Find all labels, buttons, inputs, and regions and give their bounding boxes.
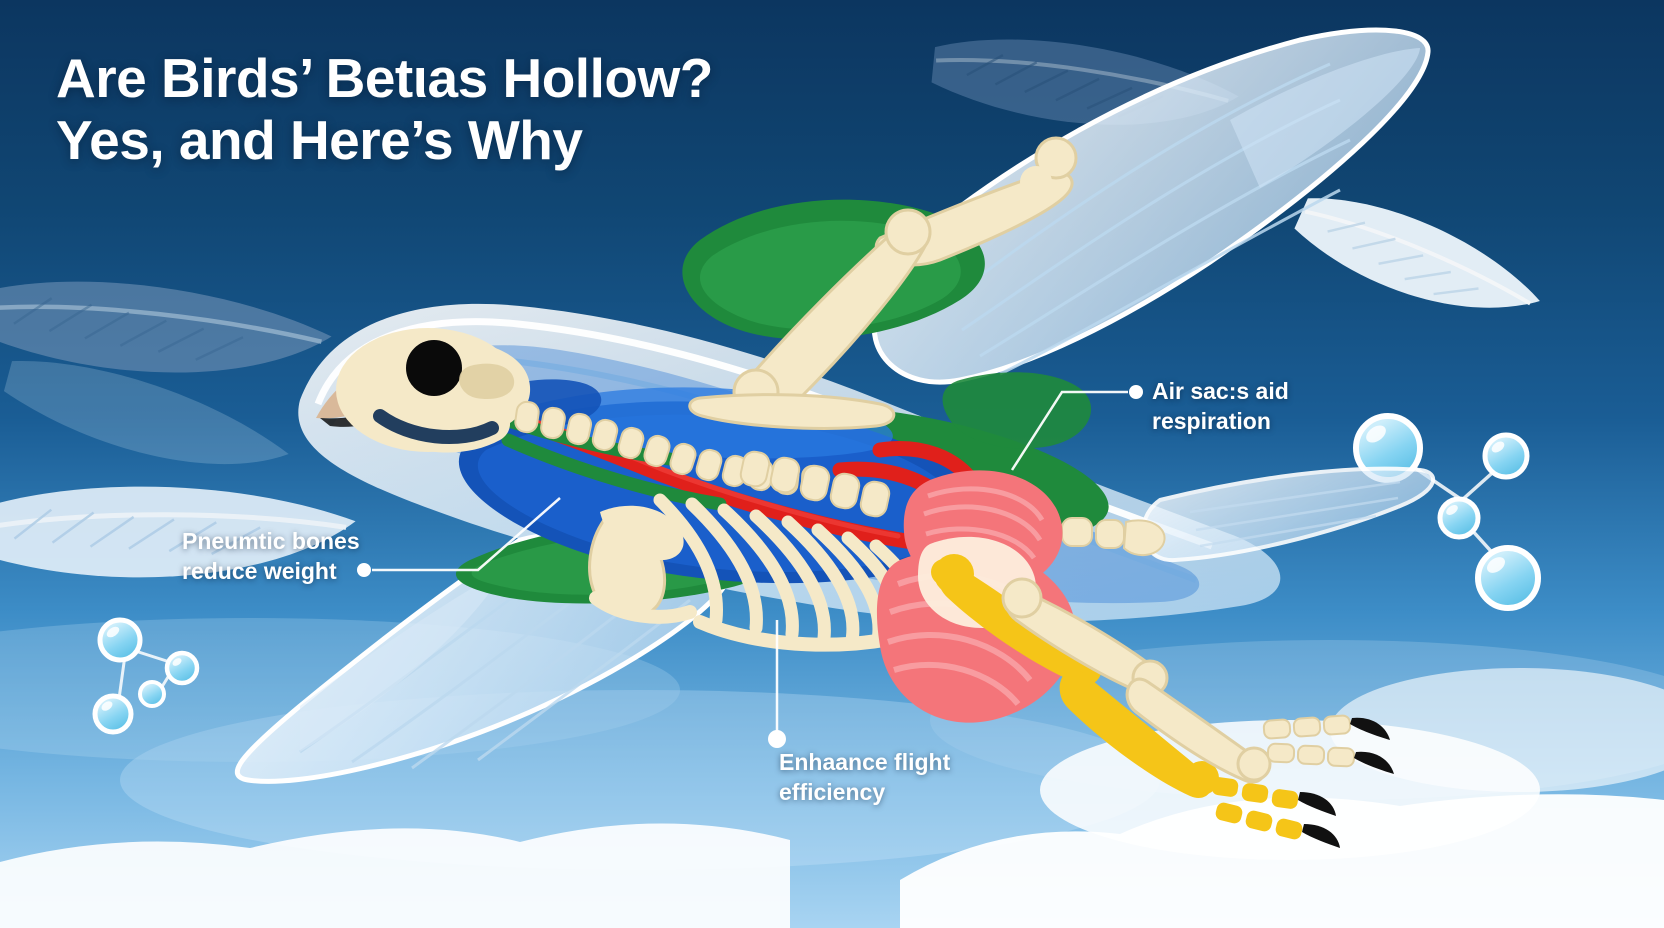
- dot-efficiency: [768, 730, 786, 748]
- molecule-bubble: [92, 693, 134, 735]
- thoracic-vertebrae: [739, 450, 891, 518]
- molecule-cluster-left: [92, 617, 200, 735]
- feather-right-white: [1294, 198, 1540, 308]
- callout-flight-efficiency-label: Enhaance flight efficiency: [779, 749, 951, 805]
- feather-left-faint: [3, 361, 289, 465]
- callout-air-sacs-label: Air sac:s aid respiration: [1152, 378, 1289, 434]
- molecule-bubble: [1482, 432, 1530, 480]
- molecule-bubble: [1437, 496, 1481, 540]
- molecule-bubble: [1475, 545, 1541, 611]
- page-title: Are Birds’ Betιas Hollow? Yes, and Here’…: [56, 47, 713, 171]
- molecule-bubble: [1353, 413, 1423, 483]
- eye: [406, 340, 462, 396]
- molecule-cluster-right: [1353, 413, 1541, 611]
- dot-air-sacs: [1129, 385, 1143, 399]
- feather-left-upper: [0, 281, 332, 373]
- callout-connectors: [372, 390, 1128, 731]
- molecule-bubble: [138, 680, 166, 708]
- sternum-keel: [588, 505, 697, 624]
- skull-head: [316, 328, 531, 453]
- molecule-bubble: [97, 617, 143, 663]
- tail-fan: [1141, 466, 1436, 563]
- beak-mouth-line: [320, 404, 400, 427]
- cloud-bottom-group: [0, 668, 1664, 928]
- wing-bones-upper: [688, 136, 1078, 430]
- wing-upper-right: [871, 27, 1431, 385]
- leg-bones-cream: [1001, 577, 1394, 784]
- feather-left-lower: [0, 486, 356, 578]
- connector-pneumatic: [372, 497, 561, 572]
- dot-pneumatic: [357, 563, 371, 577]
- connector-air-sacs: [1010, 390, 1128, 471]
- molecule-bubble: [164, 650, 200, 686]
- callout-pneumatic-bones-label: Pneumtic bones reduce weight: [182, 528, 360, 584]
- callout-dots: [357, 385, 1143, 748]
